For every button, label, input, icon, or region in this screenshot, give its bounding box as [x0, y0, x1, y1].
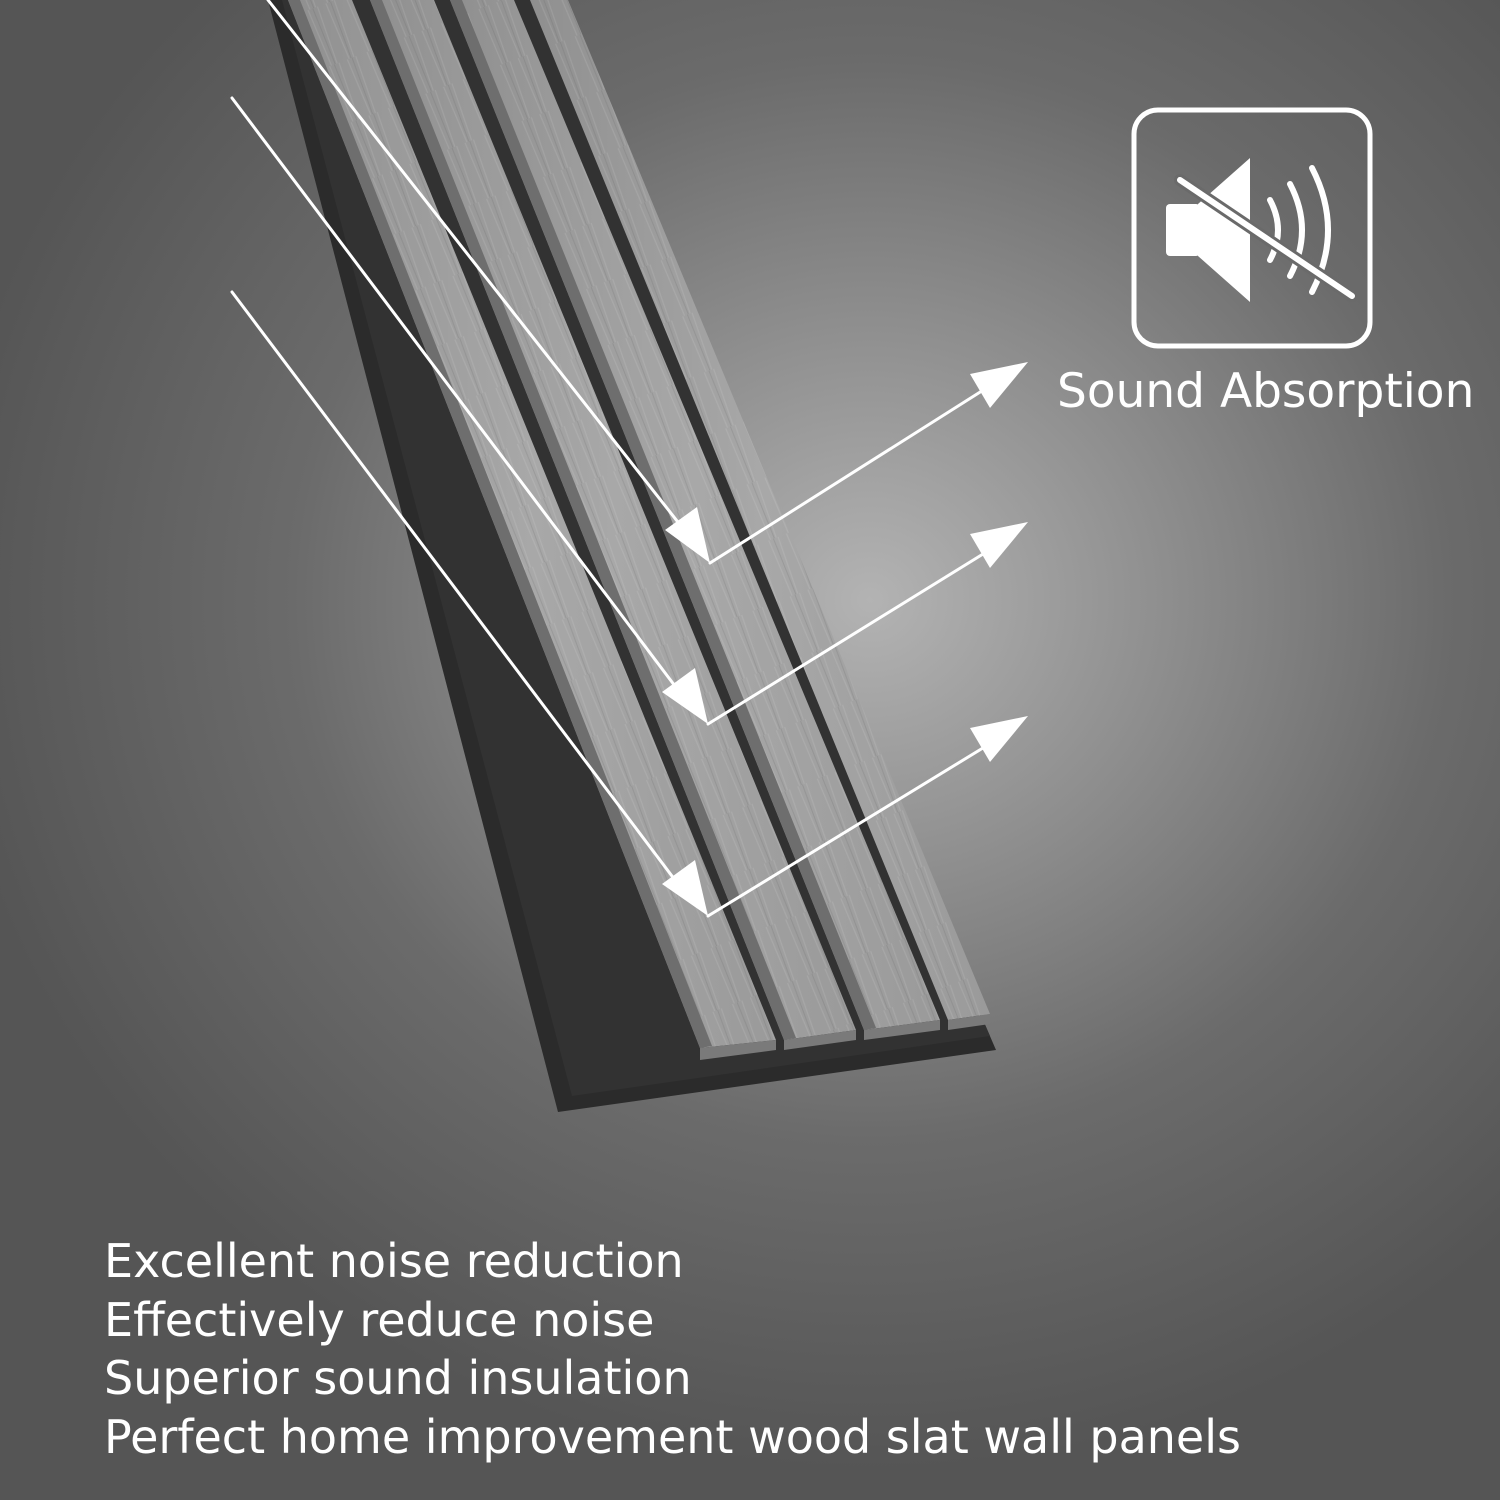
benefit-item: Excellent noise reduction [104, 1234, 684, 1288]
wood-slat-2 [370, 0, 856, 1050]
incoming-sound-line-2 [230, 96, 692, 708]
reflected-sound-line-3 [706, 738, 998, 918]
sound-muted-icon [1131, 107, 1373, 349]
arrowhead-in-3 [662, 860, 708, 916]
arrowhead-in-2 [662, 668, 708, 724]
arrowhead-in-1 [665, 507, 710, 563]
arrowhead-out-3 [970, 716, 1028, 762]
benefits-list: Excellent noise reduction Effectively re… [104, 1232, 1484, 1466]
incoming-sound-line-1 [266, 0, 694, 542]
benefit-item: Perfect home improvement wood slat wall … [104, 1409, 1241, 1464]
incoming-sound-line-3 [230, 290, 692, 902]
reflected-sound-line-2 [706, 544, 998, 726]
benefit-item: Superior sound insulation [104, 1351, 692, 1405]
reflected-sound-line-1 [708, 380, 998, 565]
sound-absorption-label: Sound Absorption [1057, 364, 1475, 419]
arrowhead-out-2 [970, 522, 1028, 568]
wood-slat-4 [530, 0, 990, 1030]
arrowhead-out-1 [970, 362, 1028, 408]
benefit-item: Effectively reduce noise [104, 1292, 655, 1347]
sound-wave-arrows [230, 0, 998, 918]
